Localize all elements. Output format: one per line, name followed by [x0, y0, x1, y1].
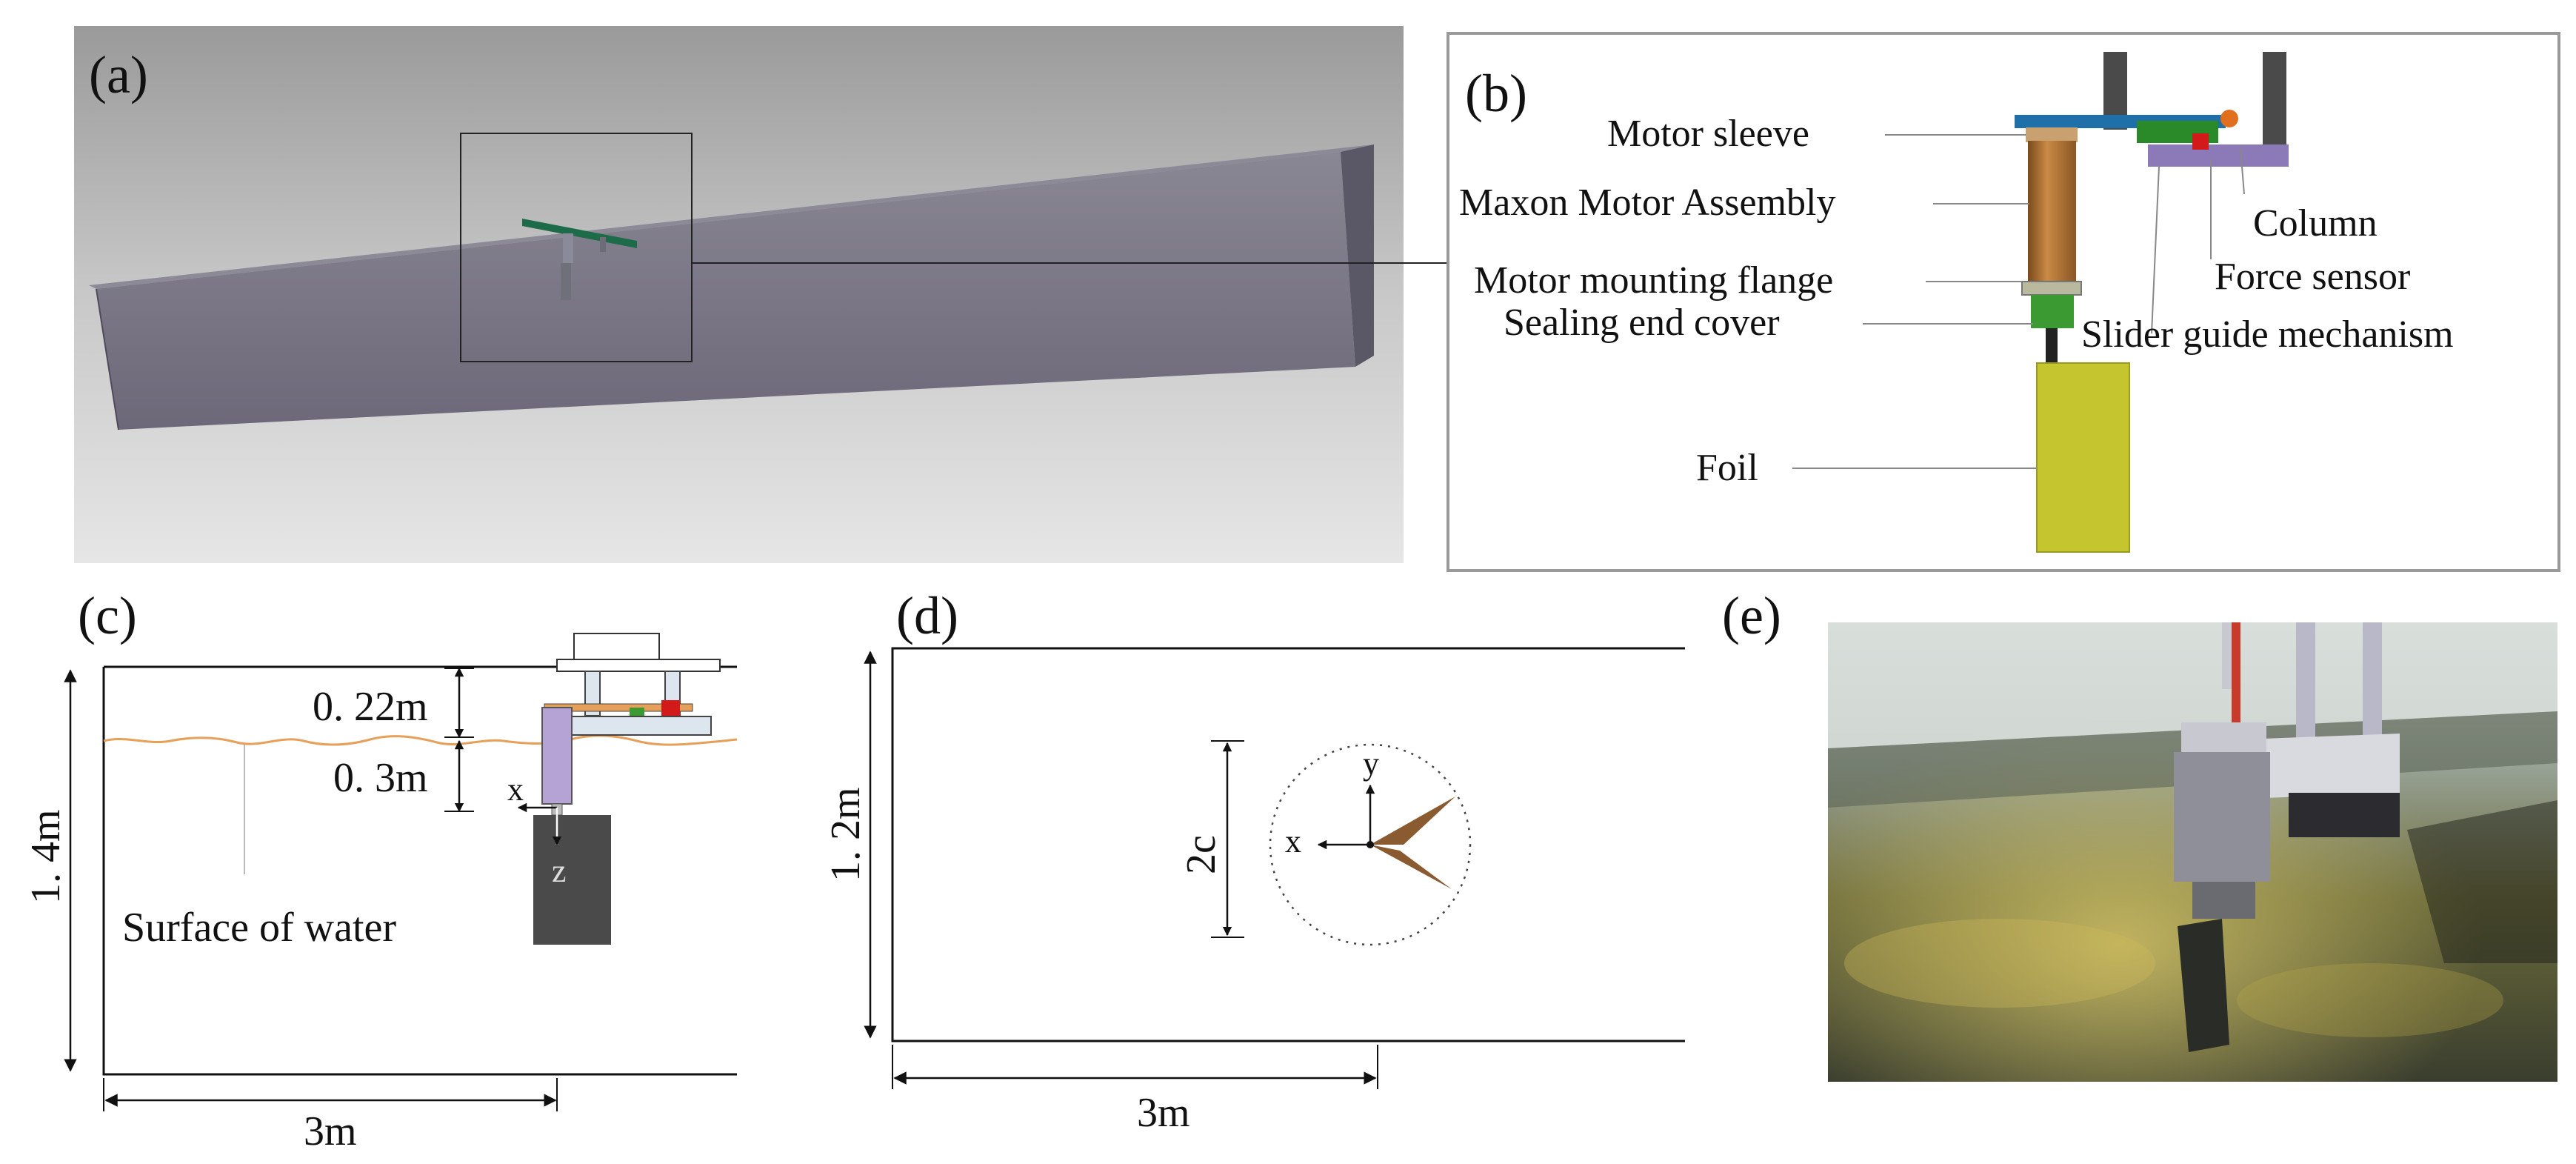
foil-shaft	[2046, 328, 2058, 373]
foil-upper	[1370, 796, 1455, 845]
foil-lower	[1370, 845, 1452, 889]
channel-end-face	[1341, 144, 1374, 367]
dim-height-label: 1. 4m	[23, 809, 69, 904]
dim-depth-label: 0. 3m	[333, 755, 428, 801]
force-sensor-shape	[2192, 133, 2209, 150]
foil-shape	[2036, 362, 2130, 553]
sealing-cover-shape	[2031, 295, 2074, 328]
panel-d-label: (d)	[896, 586, 958, 645]
dim-chord-label: 2c	[1178, 835, 1224, 874]
callout-column: Column	[2253, 202, 2378, 245]
axis-y-label-d: y	[1363, 745, 1379, 782]
panel-c-label: (c)	[78, 586, 137, 645]
callout-maxon-motor: Maxon Motor Assembly	[1459, 182, 1835, 224]
dim-top-gap-label: 0. 22m	[313, 684, 428, 730]
rotation-circle	[1269, 743, 1472, 946]
apparatus-side-view	[533, 633, 721, 945]
callout-mounting-flange: Motor mounting flange	[1474, 259, 1833, 302]
axis-x-label-d: x	[1285, 823, 1301, 859]
domain-outline	[891, 647, 1685, 1042]
dim-length-label: 3m	[304, 1108, 357, 1154]
water-surface-line	[103, 734, 738, 746]
panel-a-label: (a)	[89, 45, 148, 104]
column-right	[2263, 52, 2286, 148]
mounting-flange-shape	[2021, 281, 2082, 296]
panel-b-frame	[1447, 32, 2560, 572]
sensor-knob	[2220, 110, 2238, 127]
panel-c: (c) Surface of water x z 1. 4m	[23, 586, 738, 1154]
panel-b: (b) Motor sleeve	[1447, 32, 2560, 572]
surface-label: Surface of water	[122, 905, 396, 951]
panel-e: (e)	[1722, 586, 2557, 1082]
foil-side-block	[533, 815, 611, 945]
tank-outline	[102, 667, 737, 1076]
device-miniature	[522, 219, 637, 300]
panel-b-label: (b)	[1465, 64, 1527, 123]
motor-sleeve-shape	[2026, 127, 2078, 142]
axis-x-label: x	[507, 771, 524, 808]
callout-slider-guide: Slider guide mechanism	[2081, 313, 2454, 356]
callout-motor-sleeve: Motor sleeve	[1607, 113, 1809, 155]
dim-length-label-d: 3m	[1137, 1090, 1190, 1136]
assembly-drawing	[2015, 52, 2289, 553]
mounting-plate	[2148, 144, 2289, 167]
zoom-box	[460, 133, 693, 362]
callout-leaders	[1792, 134, 2245, 469]
callout-force-sensor: Force sensor	[2215, 256, 2410, 298]
callout-sealing-cover: Sealing end cover	[1504, 302, 1780, 344]
callout-foil: Foil	[1696, 447, 1758, 489]
panel-e-label: (e)	[1722, 586, 1781, 645]
panel-d: (d) 1. 2m 3m 2c x y	[823, 586, 1685, 1136]
maxon-motor-shape	[2028, 141, 2076, 282]
dim-width-label: 1. 2m	[823, 787, 869, 882]
axis-z-label: z	[552, 853, 567, 889]
channel-side-face	[96, 152, 1355, 430]
panel-a: (a)	[74, 26, 1455, 563]
channel-top-face	[89, 144, 1374, 289]
photo-experimental-setup	[1828, 622, 2557, 1082]
